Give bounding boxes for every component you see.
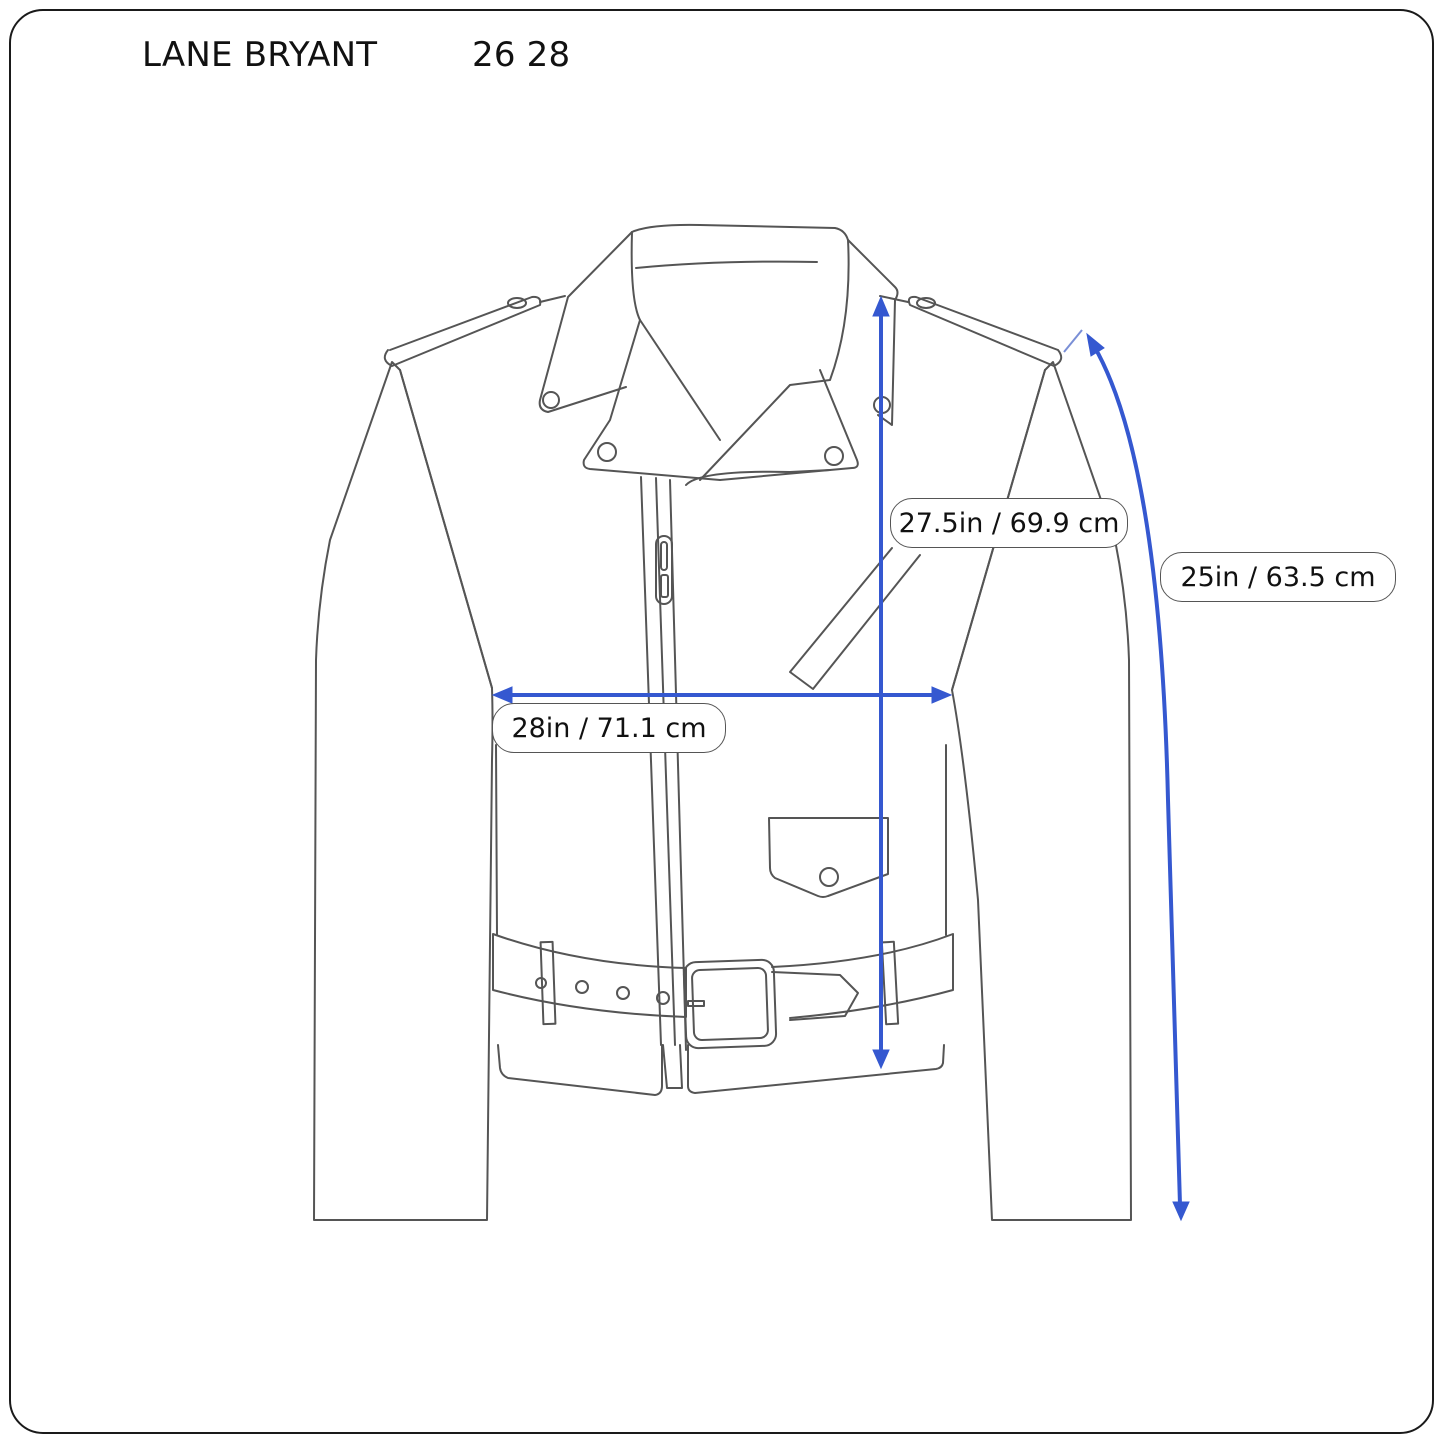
buckle bbox=[682, 958, 778, 1050]
header: LANE BRYANT 26 28 bbox=[142, 33, 570, 77]
right-lapel bbox=[699, 239, 850, 481]
size-label: 26 28 bbox=[472, 35, 571, 75]
zipper bbox=[640, 476, 662, 1046]
right-epaulette bbox=[907, 295, 1063, 367]
brand-name: LANE BRYANT bbox=[142, 35, 378, 75]
length-measurement-label: 27.5in / 69.9 cm bbox=[890, 498, 1128, 548]
chest-pocket bbox=[789, 547, 921, 690]
chest-measurement-label: 28in / 71.1 cm bbox=[492, 703, 726, 753]
left-epaulette bbox=[383, 295, 542, 367]
right-sleeve bbox=[951, 361, 1132, 1221]
sleeve-measurement-label: 25in / 63.5 cm bbox=[1160, 552, 1396, 602]
waist-pocket bbox=[768, 817, 889, 898]
collar bbox=[631, 223, 849, 241]
left-sleeve bbox=[313, 361, 494, 1221]
sleeve-arrow bbox=[1092, 344, 1182, 1207]
